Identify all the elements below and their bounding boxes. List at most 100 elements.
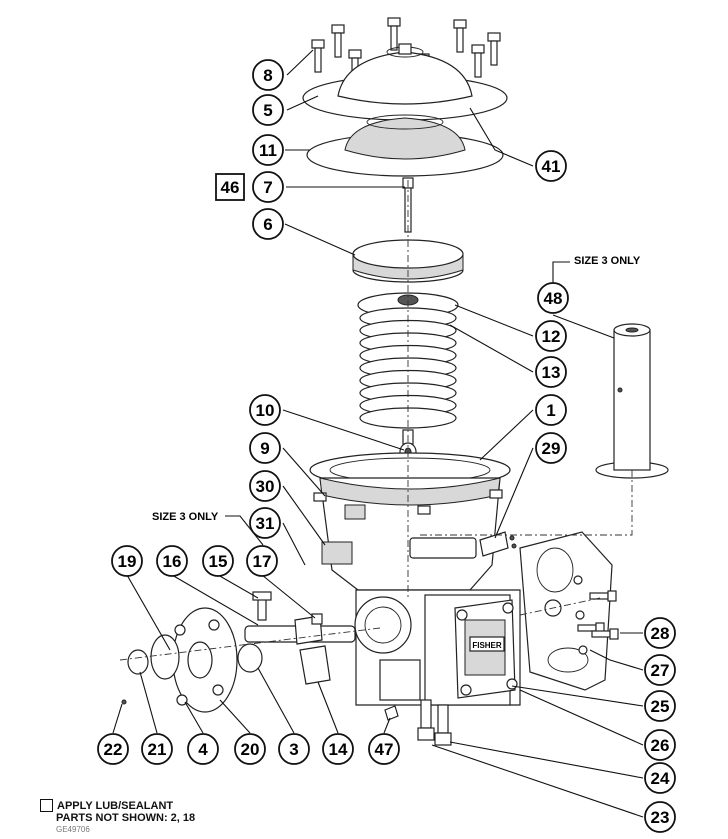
callout-circle: [322, 733, 354, 765]
callout-31: 31: [249, 507, 281, 539]
callout-label: 19: [118, 552, 137, 571]
callout-4: 4: [187, 733, 219, 765]
callout-circle: [249, 470, 281, 502]
callout-30: 30: [249, 470, 281, 502]
callout-3: 3: [278, 733, 310, 765]
boxed-ref-46: 46: [215, 173, 245, 201]
callout-label: 4: [198, 740, 208, 759]
callout-19: 19: [111, 545, 143, 577]
center-lines: [119, 180, 633, 661]
note-size3-top: SIZE 3 ONLY: [574, 255, 641, 267]
callout-5: 5: [252, 94, 284, 126]
cover-plate: FISHER: [454, 599, 518, 699]
legend-drawing-no: GE49706: [56, 825, 90, 834]
small-parts: [384, 699, 452, 746]
callout-label: 47: [375, 740, 394, 759]
callout-label: 11: [259, 141, 277, 160]
spring-assembly: [357, 292, 459, 429]
callout-7: 7: [252, 171, 284, 203]
callout-22: 22: [97, 733, 129, 765]
callout-1: 1: [535, 394, 567, 426]
actuator-housing: [309, 452, 511, 591]
callout-label: 15: [209, 552, 228, 571]
callout-13: 13: [535, 356, 567, 388]
leader-lines: [112, 49, 644, 818]
callout-23: 23: [644, 801, 676, 833]
callout-circle: [535, 394, 567, 426]
callout-28: 28: [644, 617, 676, 649]
callout-circle: [234, 733, 266, 765]
shaft-lever-assembly: [237, 591, 356, 685]
callout-circle: [535, 432, 567, 464]
callout-circle: [644, 801, 676, 833]
callout-circle: [187, 733, 219, 765]
callout-label: 12: [542, 327, 561, 346]
callout-24: 24: [644, 762, 676, 794]
callout-circle: [537, 282, 569, 314]
callout-label: 30: [256, 477, 275, 496]
callout-circle: [535, 150, 567, 182]
callout-label: 16: [163, 552, 182, 571]
extension-tube: [595, 323, 669, 479]
bearing-flange: [172, 607, 238, 713]
callout-label: 13: [542, 363, 561, 382]
callout-label: 9: [260, 439, 269, 458]
callout-label: 26: [651, 736, 670, 755]
legend-apply-lub: APPLY LUB/SEALANT: [57, 799, 174, 812]
callout-label: 25: [651, 697, 670, 716]
callout-label: 20: [241, 740, 260, 759]
callout-20: 20: [234, 733, 266, 765]
nameplate-text: FISHER: [472, 641, 502, 650]
callout-label: 29: [542, 439, 561, 458]
callout-12: 12: [535, 320, 567, 352]
callout-label: 22: [104, 740, 123, 759]
callout-21: 21: [141, 733, 173, 765]
legend-square-icon: [40, 799, 53, 812]
callout-circle: [644, 654, 676, 686]
mounting-adapter: [519, 531, 613, 691]
callout-29: 29: [535, 432, 567, 464]
callout-circle: [644, 762, 676, 794]
callout-label: 24: [651, 769, 670, 788]
callout-circle: [252, 134, 284, 166]
callout-label: 8: [263, 66, 272, 85]
callout-label: 10: [256, 401, 275, 420]
callout-circle: [644, 690, 676, 722]
callout-label: 6: [263, 215, 272, 234]
callout-label: 27: [651, 661, 670, 680]
callout-circle: [278, 733, 310, 765]
callout-9: 9: [249, 432, 281, 464]
callout-circle: [202, 545, 234, 577]
callout-label: 5: [263, 101, 272, 120]
callout-circle: [249, 432, 281, 464]
callout-25: 25: [644, 690, 676, 722]
legend-parts-not-shown: PARTS NOT SHOWN: 2, 18: [56, 812, 196, 824]
callout-label: 41: [542, 157, 561, 176]
callout-17: 17: [246, 545, 278, 577]
callout-11: 11: [252, 134, 284, 166]
callout-circle: [535, 320, 567, 352]
callout-41: 41: [535, 150, 567, 182]
callout-14: 14: [322, 733, 354, 765]
callout-label: 48: [544, 289, 563, 308]
callout-26: 26: [644, 729, 676, 761]
callout-48: 48: [537, 282, 569, 314]
callout-circle: [252, 94, 284, 126]
callout-10: 10: [249, 394, 281, 426]
boxed-ref-label: 46: [221, 178, 240, 197]
callout-circle: [535, 356, 567, 388]
legend: APPLY LUB/SEALANT PARTS NOT SHOWN: 2, 18…: [40, 799, 195, 836]
callout-27: 27: [644, 654, 676, 686]
callout-label: 31: [256, 514, 275, 533]
callout-label: 23: [651, 808, 670, 827]
callout-circle: [644, 617, 676, 649]
upper-diaphragm-casing: [302, 43, 508, 121]
callout-circle: [252, 59, 284, 91]
callout-circle: [97, 733, 129, 765]
callout-label: 14: [329, 740, 348, 759]
callout-label: 21: [148, 740, 167, 759]
callout-circle: [246, 545, 278, 577]
callout-circle: [252, 171, 284, 203]
